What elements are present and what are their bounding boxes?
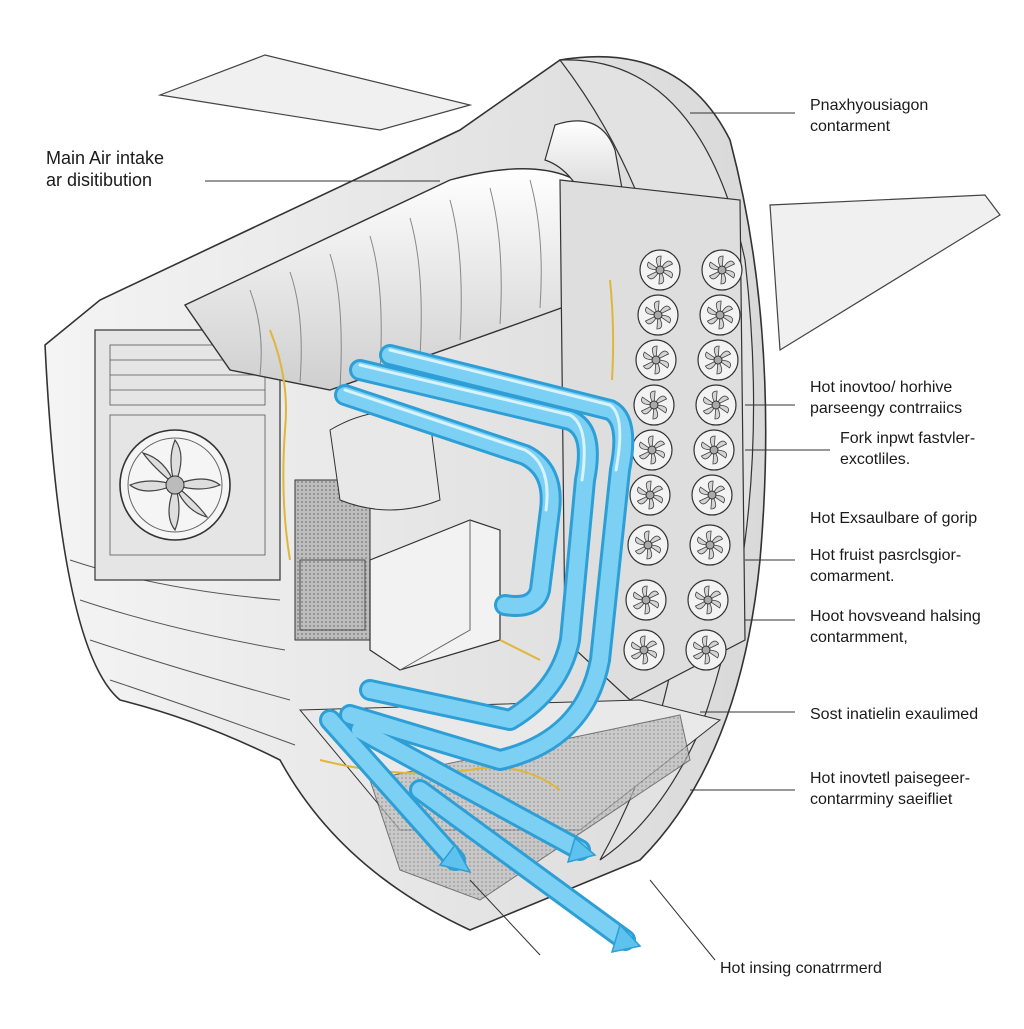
label-right-5: Hoot hovsveand halsing contarmment, bbox=[810, 606, 981, 648]
label-main-intake-line2: ar disitibution bbox=[46, 170, 153, 190]
fan-icon bbox=[635, 339, 677, 381]
airflow-arrow-icon bbox=[438, 836, 642, 953]
label-right-5-line1: Hoot hovsveand halsing bbox=[810, 608, 981, 625]
label-right-3-line1: Hot Exsaulbare of gorip bbox=[810, 510, 978, 527]
fan-icon bbox=[689, 524, 731, 566]
fan-icon bbox=[699, 294, 741, 336]
fan-icon bbox=[695, 384, 737, 426]
label-right-7-line2: contarrminy saeifliet bbox=[810, 791, 953, 808]
leader-lines bbox=[205, 112, 830, 961]
label-right-6-line1: Sost inatielin exaulimed bbox=[810, 706, 979, 723]
label-bottom: Hot insing conatrrmerd bbox=[720, 958, 882, 979]
label-upper-right-line2: contarment bbox=[810, 118, 891, 135]
fan-icon bbox=[639, 249, 681, 291]
fan-icon bbox=[633, 384, 675, 426]
label-main-intake-line1: Main Air intake bbox=[46, 148, 165, 168]
label-right-1-line1: Hot inovtoo/ horhive bbox=[810, 379, 953, 396]
label-right-2-line2: excotliles. bbox=[840, 451, 911, 468]
label-right-1-line2: parseengy contrraiics bbox=[810, 400, 963, 417]
fan-icon bbox=[697, 339, 739, 381]
label-right-7-line1: Hot inovtetl paisegeer- bbox=[810, 770, 971, 787]
label-right-3: Hot Exsaulbare of gorip bbox=[810, 508, 977, 529]
label-right-2-line1: Fork inpwt fastvler- bbox=[840, 430, 976, 447]
wing-left bbox=[157, 54, 473, 131]
label-upper-right: Pnахhyousiagon contarment bbox=[810, 95, 928, 137]
fan-icon bbox=[629, 474, 671, 516]
mid-cylinder bbox=[329, 411, 441, 511]
label-main-intake: Main Air intake ar disitibution bbox=[46, 147, 164, 191]
airflow-ducts bbox=[319, 344, 636, 951]
label-bottom-line1: Hot insing conatrrmerd bbox=[720, 960, 882, 977]
fan-icon bbox=[693, 429, 735, 471]
label-right-4-line1: Hot fruist pasrclsgior- bbox=[810, 547, 962, 564]
fan-icon bbox=[637, 294, 679, 336]
label-right-2: Fork inpwt fastvler- excotliles. bbox=[840, 428, 975, 470]
fan-icon bbox=[691, 474, 733, 516]
fan-icon bbox=[623, 629, 665, 671]
fan-icon bbox=[701, 249, 743, 291]
label-right-7: Hot inovtetl paisegeer- contarrminy saei… bbox=[810, 768, 970, 810]
lower-skin-panels bbox=[69, 559, 296, 746]
fan-icon bbox=[119, 429, 231, 541]
fan-icon bbox=[631, 429, 673, 471]
label-right-4: Hot fruist pasrclsgior- comarment. bbox=[810, 545, 961, 587]
label-right-6: Sost inatielin exaulimed bbox=[810, 704, 978, 725]
label-right-1: Hot inovtoo/ horhive parseengy contrraii… bbox=[810, 377, 962, 419]
wing-right bbox=[769, 194, 1001, 352]
fan-icon bbox=[685, 629, 727, 671]
label-upper-right-line1: Pnахhyousiagon bbox=[810, 97, 929, 114]
label-right-5-line2: contarmment, bbox=[810, 629, 908, 646]
filter-block-2 bbox=[299, 559, 366, 631]
label-right-4-line2: comarment. bbox=[810, 568, 895, 585]
fan-icon bbox=[627, 524, 669, 566]
fan-icon bbox=[625, 579, 667, 621]
fan-icon bbox=[687, 579, 729, 621]
